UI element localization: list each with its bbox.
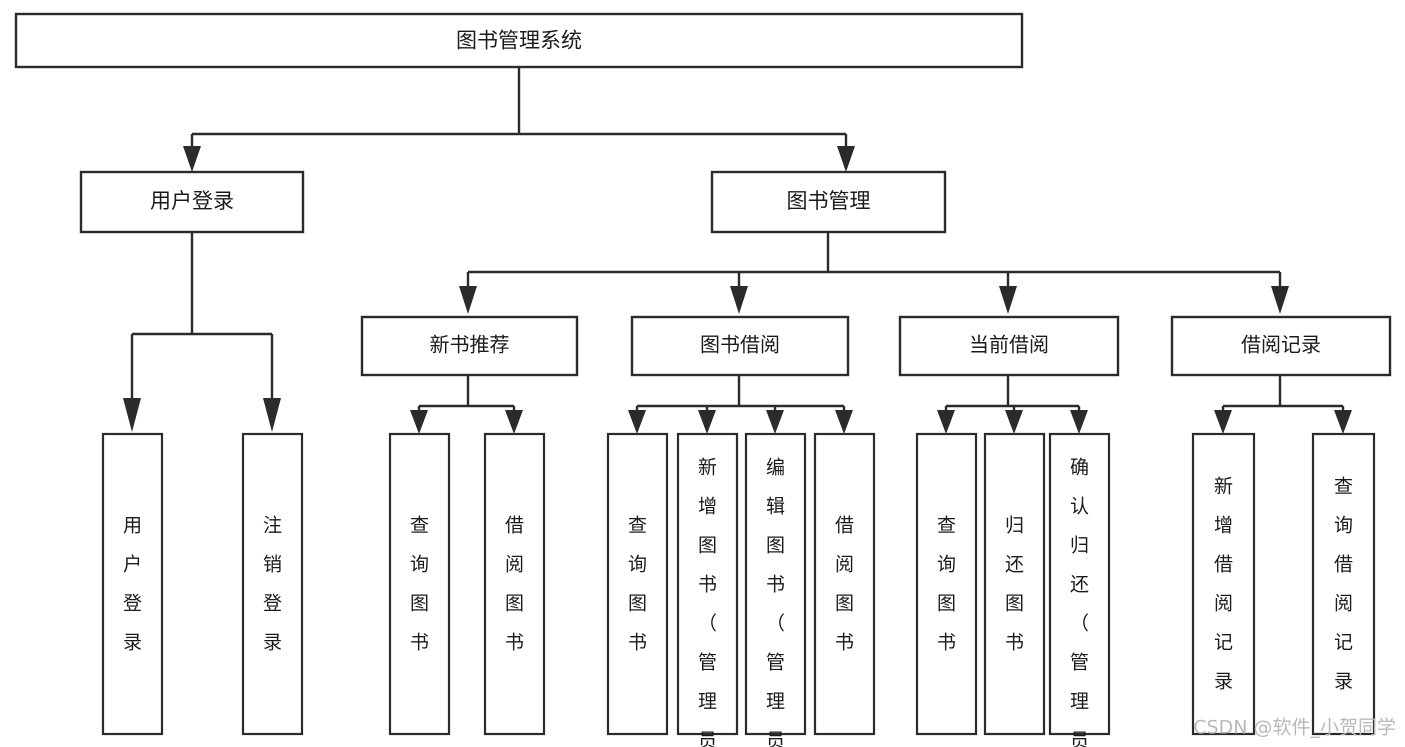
node-root-system[interactable]: 图书管理系统 (14, 12, 1024, 69)
arrow-head-icon (459, 286, 477, 314)
leaf-node-label: 查询图书 (937, 514, 956, 653)
leaf-node[interactable]: 查询图书 (915, 432, 978, 736)
node-borrow-record[interactable]: 借阅记录 (1170, 315, 1392, 377)
node-current-borrow-label: 当前借阅 (969, 333, 1049, 357)
leaf-node[interactable]: 借阅图书 (813, 432, 876, 736)
arrow-head-icon (123, 398, 141, 432)
leaf-node-label: 新增借阅记录 (1214, 475, 1233, 692)
leaf-node-label: 借阅图书 (505, 514, 524, 653)
node-new-book-recommend[interactable]: 新书推荐 (360, 315, 579, 377)
arrow-head-icon (183, 146, 201, 172)
arrow-head-icon (835, 410, 853, 434)
arrow-head-icon (730, 286, 748, 314)
connector-book-mgmt-to-level3 (459, 232, 1289, 314)
leaf-node-box (915, 432, 978, 736)
leaf-node-box (606, 432, 669, 736)
arrow-head-icon (263, 398, 281, 432)
arrow-head-icon (937, 410, 955, 434)
arrow-head-icon (505, 410, 523, 434)
leaf-node-box (101, 432, 164, 736)
leaf-node-box (483, 432, 546, 736)
node-new-book-recommend-box (360, 315, 579, 377)
leaf-node-label: 确认归还（管理员） (1070, 456, 1089, 747)
node-new-book-recommend-label: 新书推荐 (430, 333, 510, 357)
arrow-head-icon (410, 410, 428, 434)
arrow-head-icon (1334, 410, 1352, 434)
node-current-borrow[interactable]: 当前借阅 (898, 315, 1120, 377)
leaf-node-box (1311, 432, 1376, 736)
node-book-management[interactable]: 图书管理 (710, 170, 947, 234)
leaf-node-label: 查询图书 (410, 514, 429, 653)
leaf-node[interactable]: 查询图书 (606, 432, 669, 736)
leaf-node-box (388, 432, 451, 736)
arrow-head-icon (1271, 286, 1289, 314)
leaf-node-box (983, 432, 1046, 736)
leaf-node[interactable]: 用户登录 (101, 432, 164, 736)
node-borrow-record-label: 借阅记录 (1241, 333, 1321, 357)
leaf-node[interactable]: 编辑图书（管理员） (744, 432, 807, 747)
arrow-head-icon (1005, 410, 1023, 434)
leaf-node[interactable]: 查询借阅记录 (1311, 432, 1376, 736)
connector-new-book-to-leaves (410, 375, 523, 434)
leaf-node-box (813, 432, 876, 736)
leaf-node[interactable]: 归还图书 (983, 432, 1046, 736)
connector-root-to-level2 (183, 67, 855, 172)
leaf-node-box (241, 432, 304, 736)
node-book-borrow-label: 图书借阅 (700, 333, 780, 357)
leaf-node-label: 借阅图书 (835, 514, 854, 653)
leaf-node-box (676, 432, 739, 736)
node-book-management-label: 图书管理 (787, 189, 871, 213)
connector-borrow-to-leaves (628, 375, 853, 434)
leaf-node-label: 用户登录 (123, 514, 142, 653)
leaf-node[interactable]: 新增借阅记录 (1191, 432, 1256, 736)
connector-user-login-to-leaves (123, 232, 281, 432)
arrow-head-icon (837, 146, 855, 172)
leaf-node[interactable]: 借阅图书 (483, 432, 546, 736)
leaf-node-label: 编辑图书（管理员） (766, 456, 785, 747)
arrow-head-icon (1070, 410, 1088, 434)
leaf-node-label: 查询图书 (628, 514, 647, 653)
arrow-head-icon (999, 286, 1017, 314)
arrow-head-icon (766, 410, 784, 434)
node-user-login-box (79, 170, 305, 234)
leaf-node-label: 注销登录 (263, 514, 282, 653)
leaf-node-label: 新增图书（管理员） (698, 456, 717, 747)
leaf-node-label: 查询借阅记录 (1334, 475, 1353, 692)
node-book-borrow[interactable]: 图书借阅 (630, 315, 850, 377)
leaf-node[interactable]: 确认归还（管理员） (1048, 432, 1111, 747)
node-user-login[interactable]: 用户登录 (79, 170, 305, 234)
node-root-box (14, 12, 1024, 69)
node-current-borrow-box (898, 315, 1120, 377)
node-book-borrow-box (630, 315, 850, 377)
node-borrow-record-box (1170, 315, 1392, 377)
node-book-management-box (710, 170, 947, 234)
leaf-node-layer: 用户登录 注销登录 查询图书 借阅图书 查询图书 新增图书（管理员） 编辑图书（管理员） 借阅… (101, 432, 1376, 747)
arrow-head-icon (1214, 410, 1232, 434)
leaf-node-box (1048, 432, 1111, 736)
connector-borrow-record-to-leaves (1214, 375, 1352, 434)
node-user-login-label: 用户登录 (150, 189, 234, 213)
arrow-head-icon (628, 410, 646, 434)
leaf-node[interactable]: 新增图书（管理员） (676, 432, 739, 747)
node-root-label: 图书管理系统 (456, 29, 582, 53)
watermark-label: CSDN @软件_小贺同学 (1193, 717, 1396, 739)
leaf-node[interactable]: 注销登录 (241, 432, 304, 736)
leaf-node-box (744, 432, 807, 736)
leaf-node[interactable]: 查询图书 (388, 432, 451, 736)
connector-current-borrow-to-leaves (937, 375, 1088, 434)
arrow-head-icon (698, 410, 716, 434)
leaf-node-label: 归还图书 (1005, 514, 1024, 653)
leaf-node-box (1191, 432, 1256, 736)
